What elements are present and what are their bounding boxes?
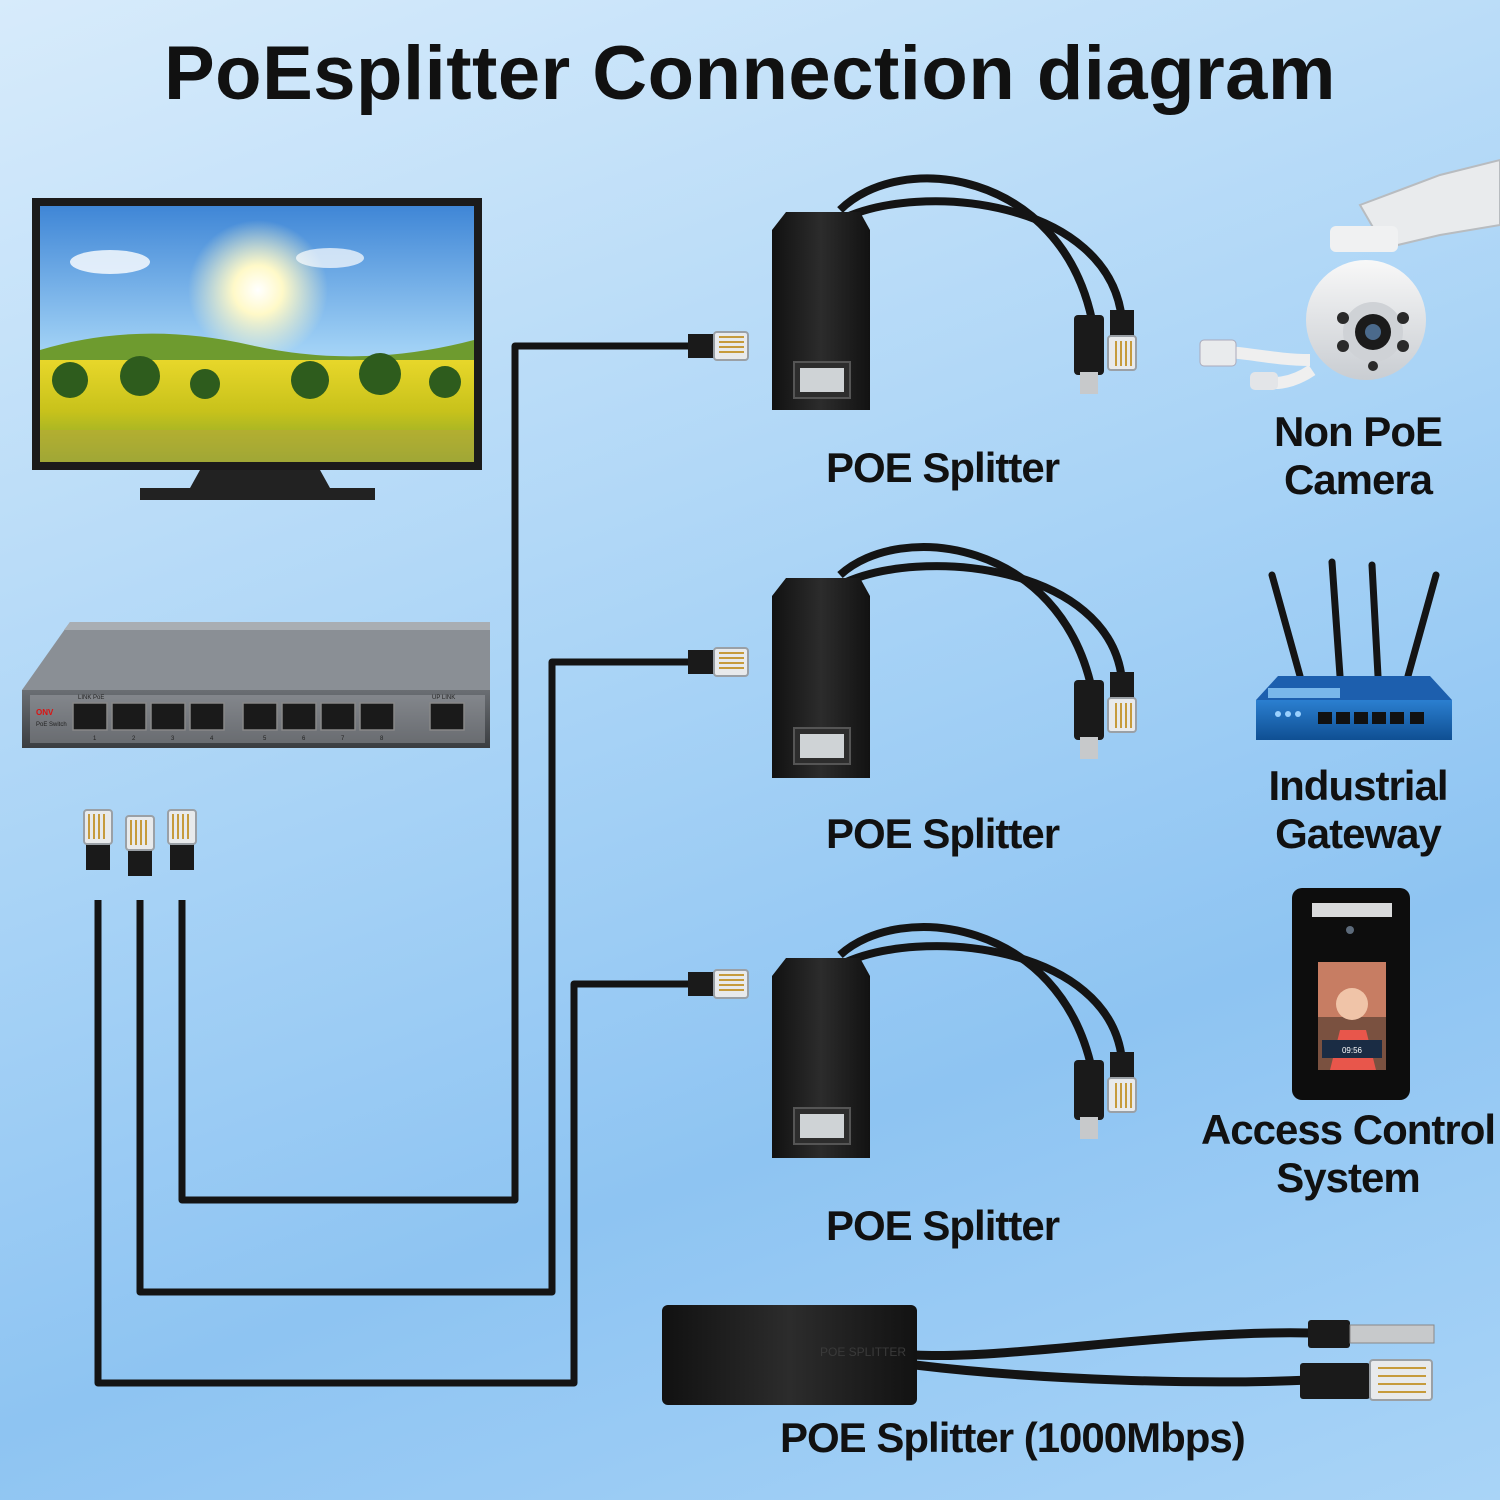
camera-label-line1: Non PoE [1274, 408, 1443, 455]
switch-port-number: 7 [341, 736, 345, 742]
poe-splitter-2 [772, 543, 1137, 778]
splitter-3-label: POE Splitter [826, 1202, 1060, 1249]
ethernet-cables [94, 342, 690, 1387]
splitter-1-label: POE Splitter [826, 444, 1060, 491]
gateway-label-line1: Industrial [1268, 762, 1448, 809]
access-panel-time: 09:56 [1342, 1046, 1363, 1055]
television [32, 198, 482, 500]
industrial-gateway-device [1256, 558, 1452, 740]
switch-model: PoE Switch [36, 722, 67, 728]
cable-to-splitter-3 [94, 900, 690, 1387]
switch-port-header-right: UP LINK [432, 695, 455, 701]
poe-switch: ONV PoE Switch LINK PoE UP LINK 1 2 3 4 … [22, 622, 490, 748]
switch-port-number: 5 [263, 736, 267, 742]
access-control-label: Access Control System [1200, 1106, 1496, 1203]
switch-brand: ONV [36, 708, 54, 717]
access-control-device: 09:56 [1292, 888, 1410, 1100]
cable-to-splitter-1 [178, 342, 690, 1204]
switch-port-number: 3 [171, 736, 175, 742]
camera-label: Non PoE Camera [1238, 408, 1478, 505]
gateway-label-line2: Gateway [1275, 810, 1442, 858]
switch-port-number: 8 [380, 736, 384, 742]
access-control-label-line2: System [1276, 1154, 1420, 1202]
switch-port-header-left: LINK PoE [78, 695, 104, 701]
switch-side-plugs [83, 809, 197, 877]
camera-device [1199, 158, 1500, 390]
diagram-title: PoEsplitter Connection diagram [163, 31, 1337, 116]
gigabit-splitter-body-text: POE SPLITTER [820, 1345, 906, 1359]
poe-splitter-1 [772, 174, 1137, 410]
gigabit-poe-splitter: POE SPLITTER [662, 1305, 1435, 1405]
poe-splitter-3 [772, 923, 1137, 1158]
switch-port-number: 6 [302, 736, 306, 742]
splitter-input-plugs [687, 331, 749, 999]
camera-label-line2: Camera [1283, 456, 1433, 504]
gateway-label: Industrial Gateway [1238, 762, 1478, 859]
splitter-2-label: POE Splitter [826, 810, 1060, 857]
switch-port-number: 4 [210, 736, 214, 742]
switch-port-number: 2 [132, 736, 136, 742]
gigabit-splitter-label: POE Splitter (1000Mbps) [780, 1414, 1246, 1461]
access-control-label-line1: Access Control [1200, 1106, 1496, 1153]
switch-port-number: 1 [93, 736, 97, 742]
cable-to-splitter-2 [136, 658, 690, 1296]
